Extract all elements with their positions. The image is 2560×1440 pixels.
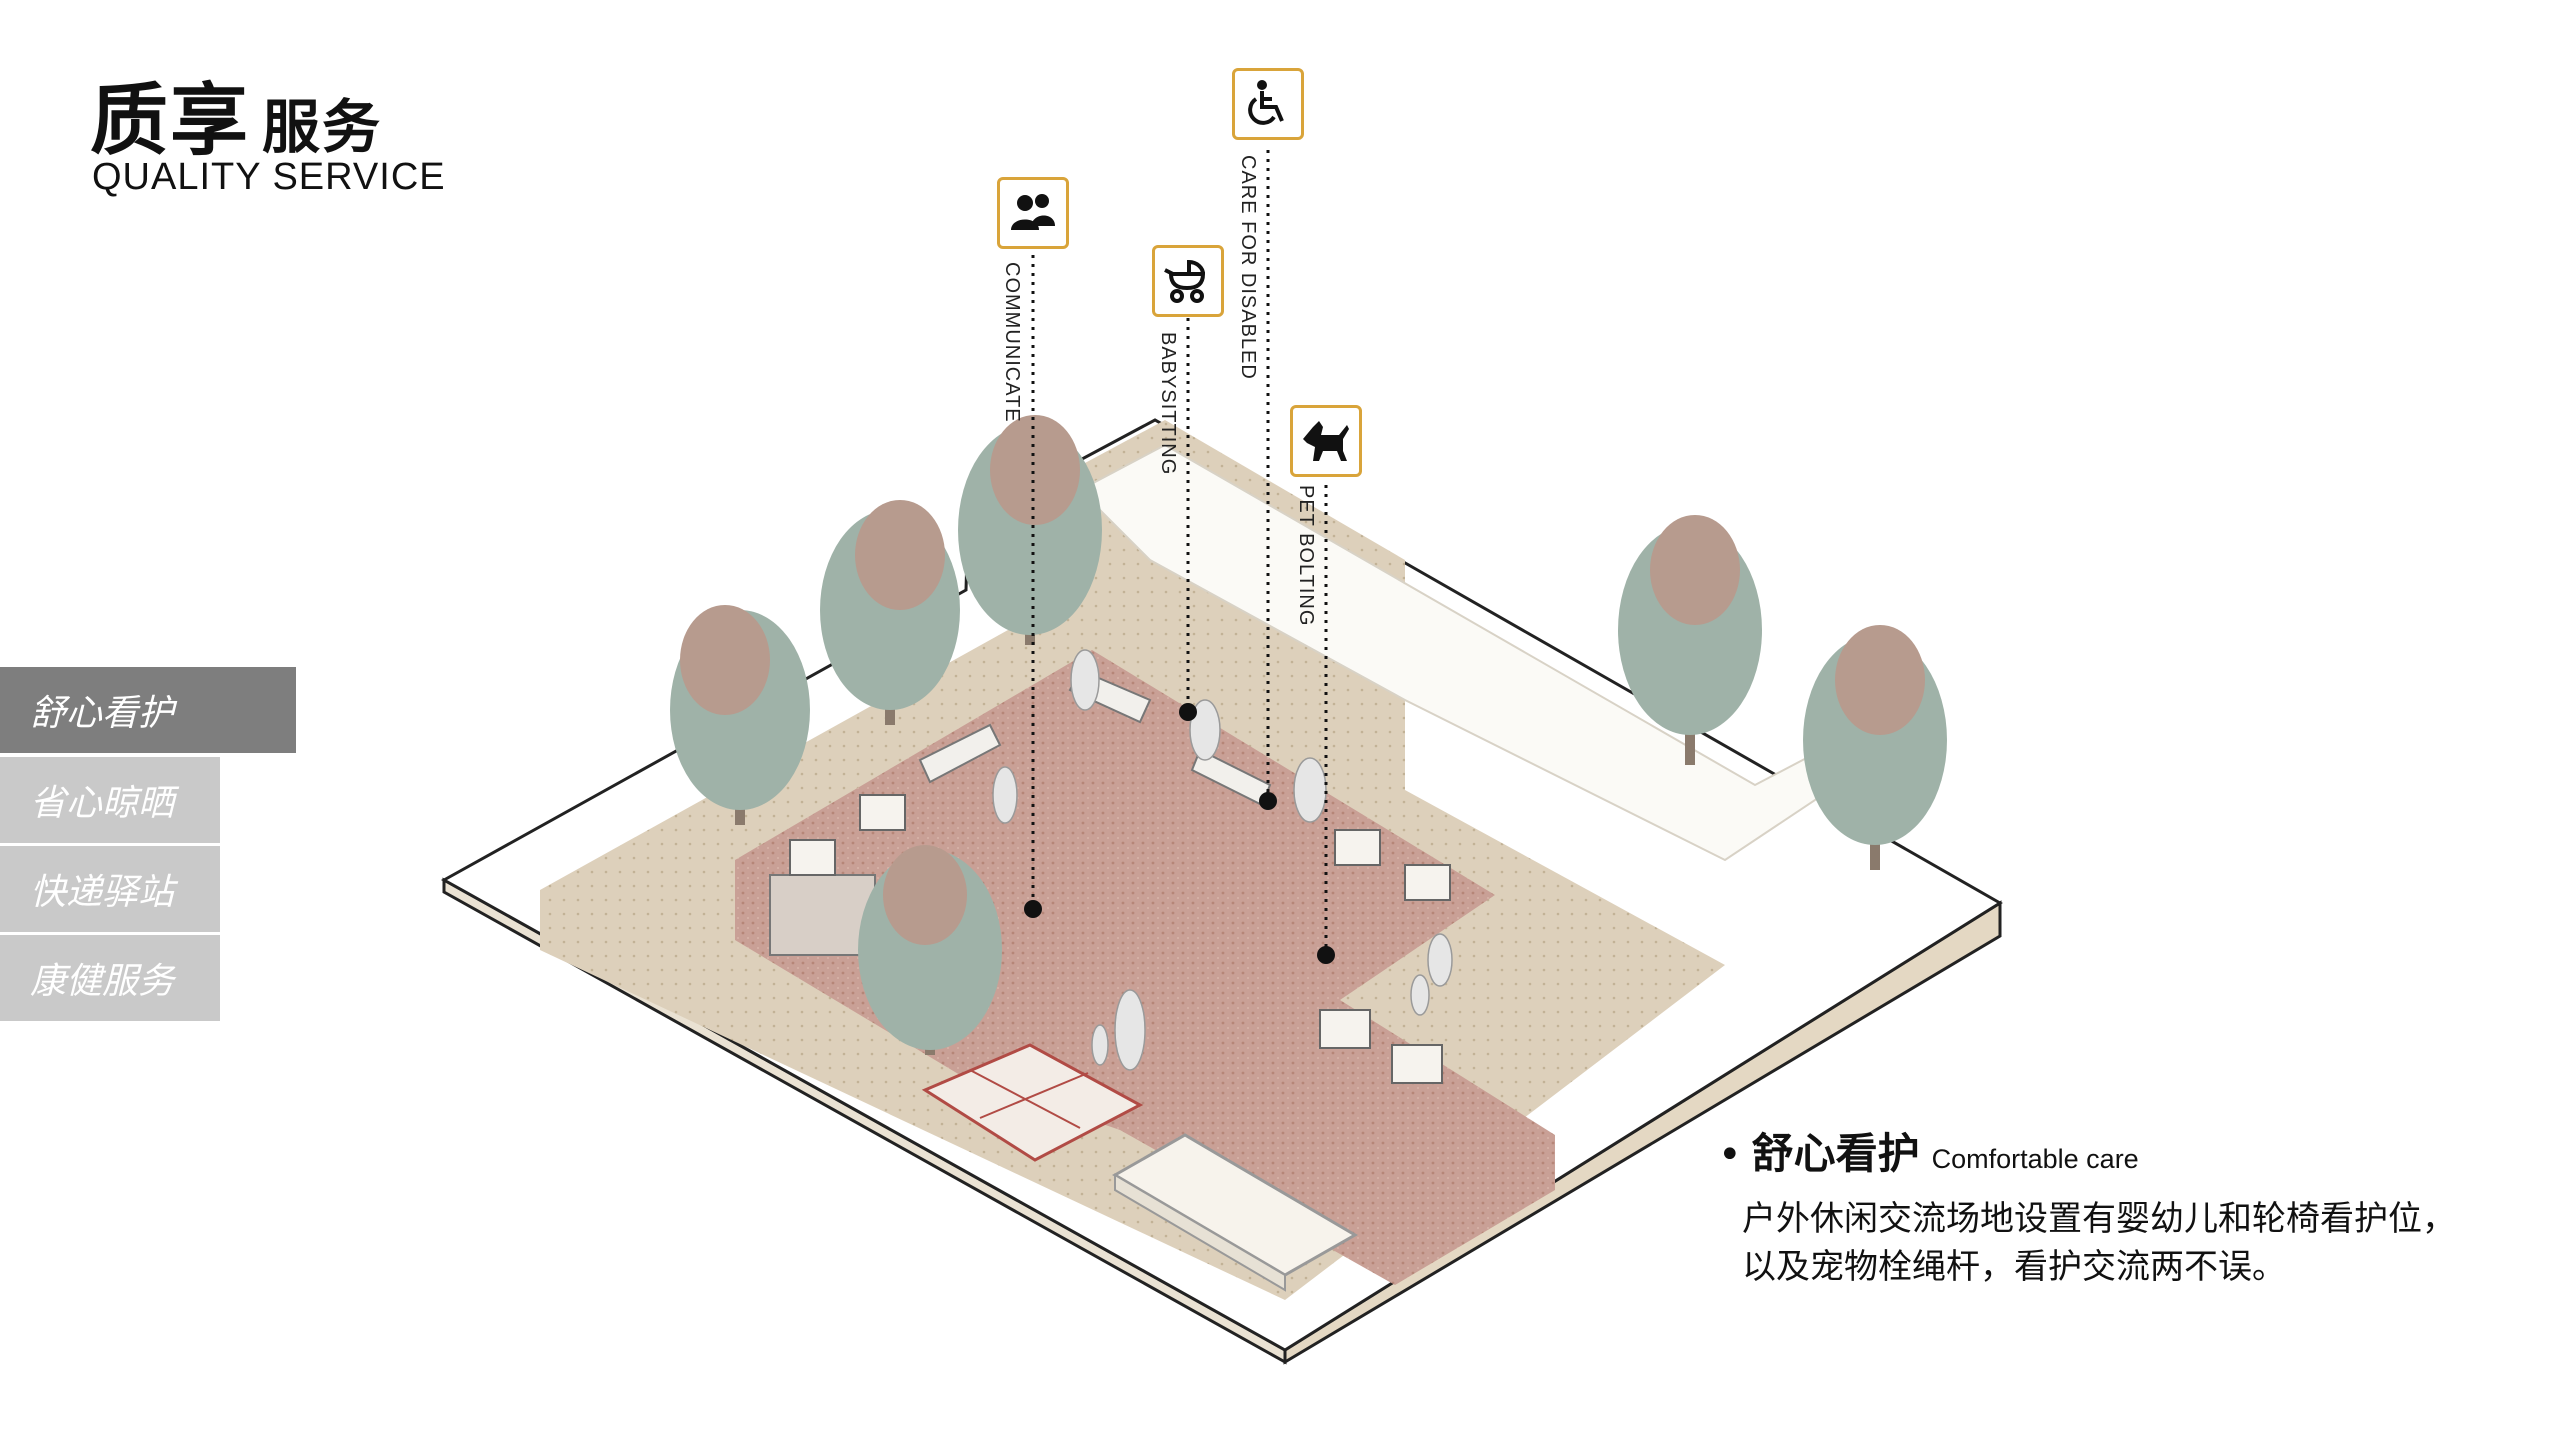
callout-label-care-for-disabled: CARE FOR DISABLED [1237, 155, 1259, 380]
callout-label-communicate: COMMUNICATE [1001, 262, 1023, 423]
description-title: 舒心看护 [1751, 1129, 1920, 1178]
sidebar-item-label: 康健服务 [30, 961, 175, 1002]
title-sub: 服务 [262, 93, 383, 161]
callout-leaders [1031, 150, 1328, 955]
communicate-callout [997, 177, 1069, 249]
description-block: • 舒心看护 Comfortable care 户外休闲交流场地设置有婴幼儿和轮… [1718, 1120, 2478, 1291]
seat-boxes [789, 794, 1451, 1084]
stroller-icon [1164, 259, 1206, 303]
sidebar-item-express-station[interactable]: 快递驿站 [0, 846, 220, 932]
callout-label-pet-bolting: PET BOLTING [1295, 485, 1317, 627]
description-body: 户外休闲交流场地设置有婴幼儿和轮椅看护位，以及宠物栓绳杆，看护交流两不误。 [1742, 1199, 2456, 1287]
callout-anchor-dots [1024, 703, 1335, 964]
callout-label-babysitting: BABYSITTING [1157, 332, 1179, 476]
people [992, 649, 1453, 1071]
sidebar-item-drying[interactable]: 省心晾晒 [0, 757, 220, 843]
wheelchair-icon [1248, 80, 1284, 125]
sidebar-item-label: 快递驿站 [30, 872, 175, 913]
title-main: 质享 [90, 76, 251, 166]
locker-wall [769, 874, 876, 956]
care-for-disabled-callout [1232, 68, 1304, 140]
page-title: 质享服务 [90, 58, 382, 170]
babysitting-callout [1152, 245, 1224, 317]
pet-bolting-callout [1290, 405, 1362, 477]
sidebar-item-health-service[interactable]: 康健服务 [0, 935, 220, 1021]
bullet-dot: • [1718, 1132, 1742, 1178]
people-icon [1011, 194, 1055, 230]
page-subtitle: QUALITY SERVICE [92, 156, 446, 198]
sidebar-item-comfortable-care[interactable]: 舒心看护 [0, 667, 296, 753]
description-title-en: Comfortable care [1931, 1144, 2139, 1174]
sidebar-item-label: 省心晾晒 [30, 783, 175, 824]
sidebar-item-label: 舒心看护 [30, 693, 175, 734]
trees [670, 415, 1947, 1055]
dog-icon [1303, 421, 1349, 461]
plaza-paving [735, 650, 1555, 1285]
